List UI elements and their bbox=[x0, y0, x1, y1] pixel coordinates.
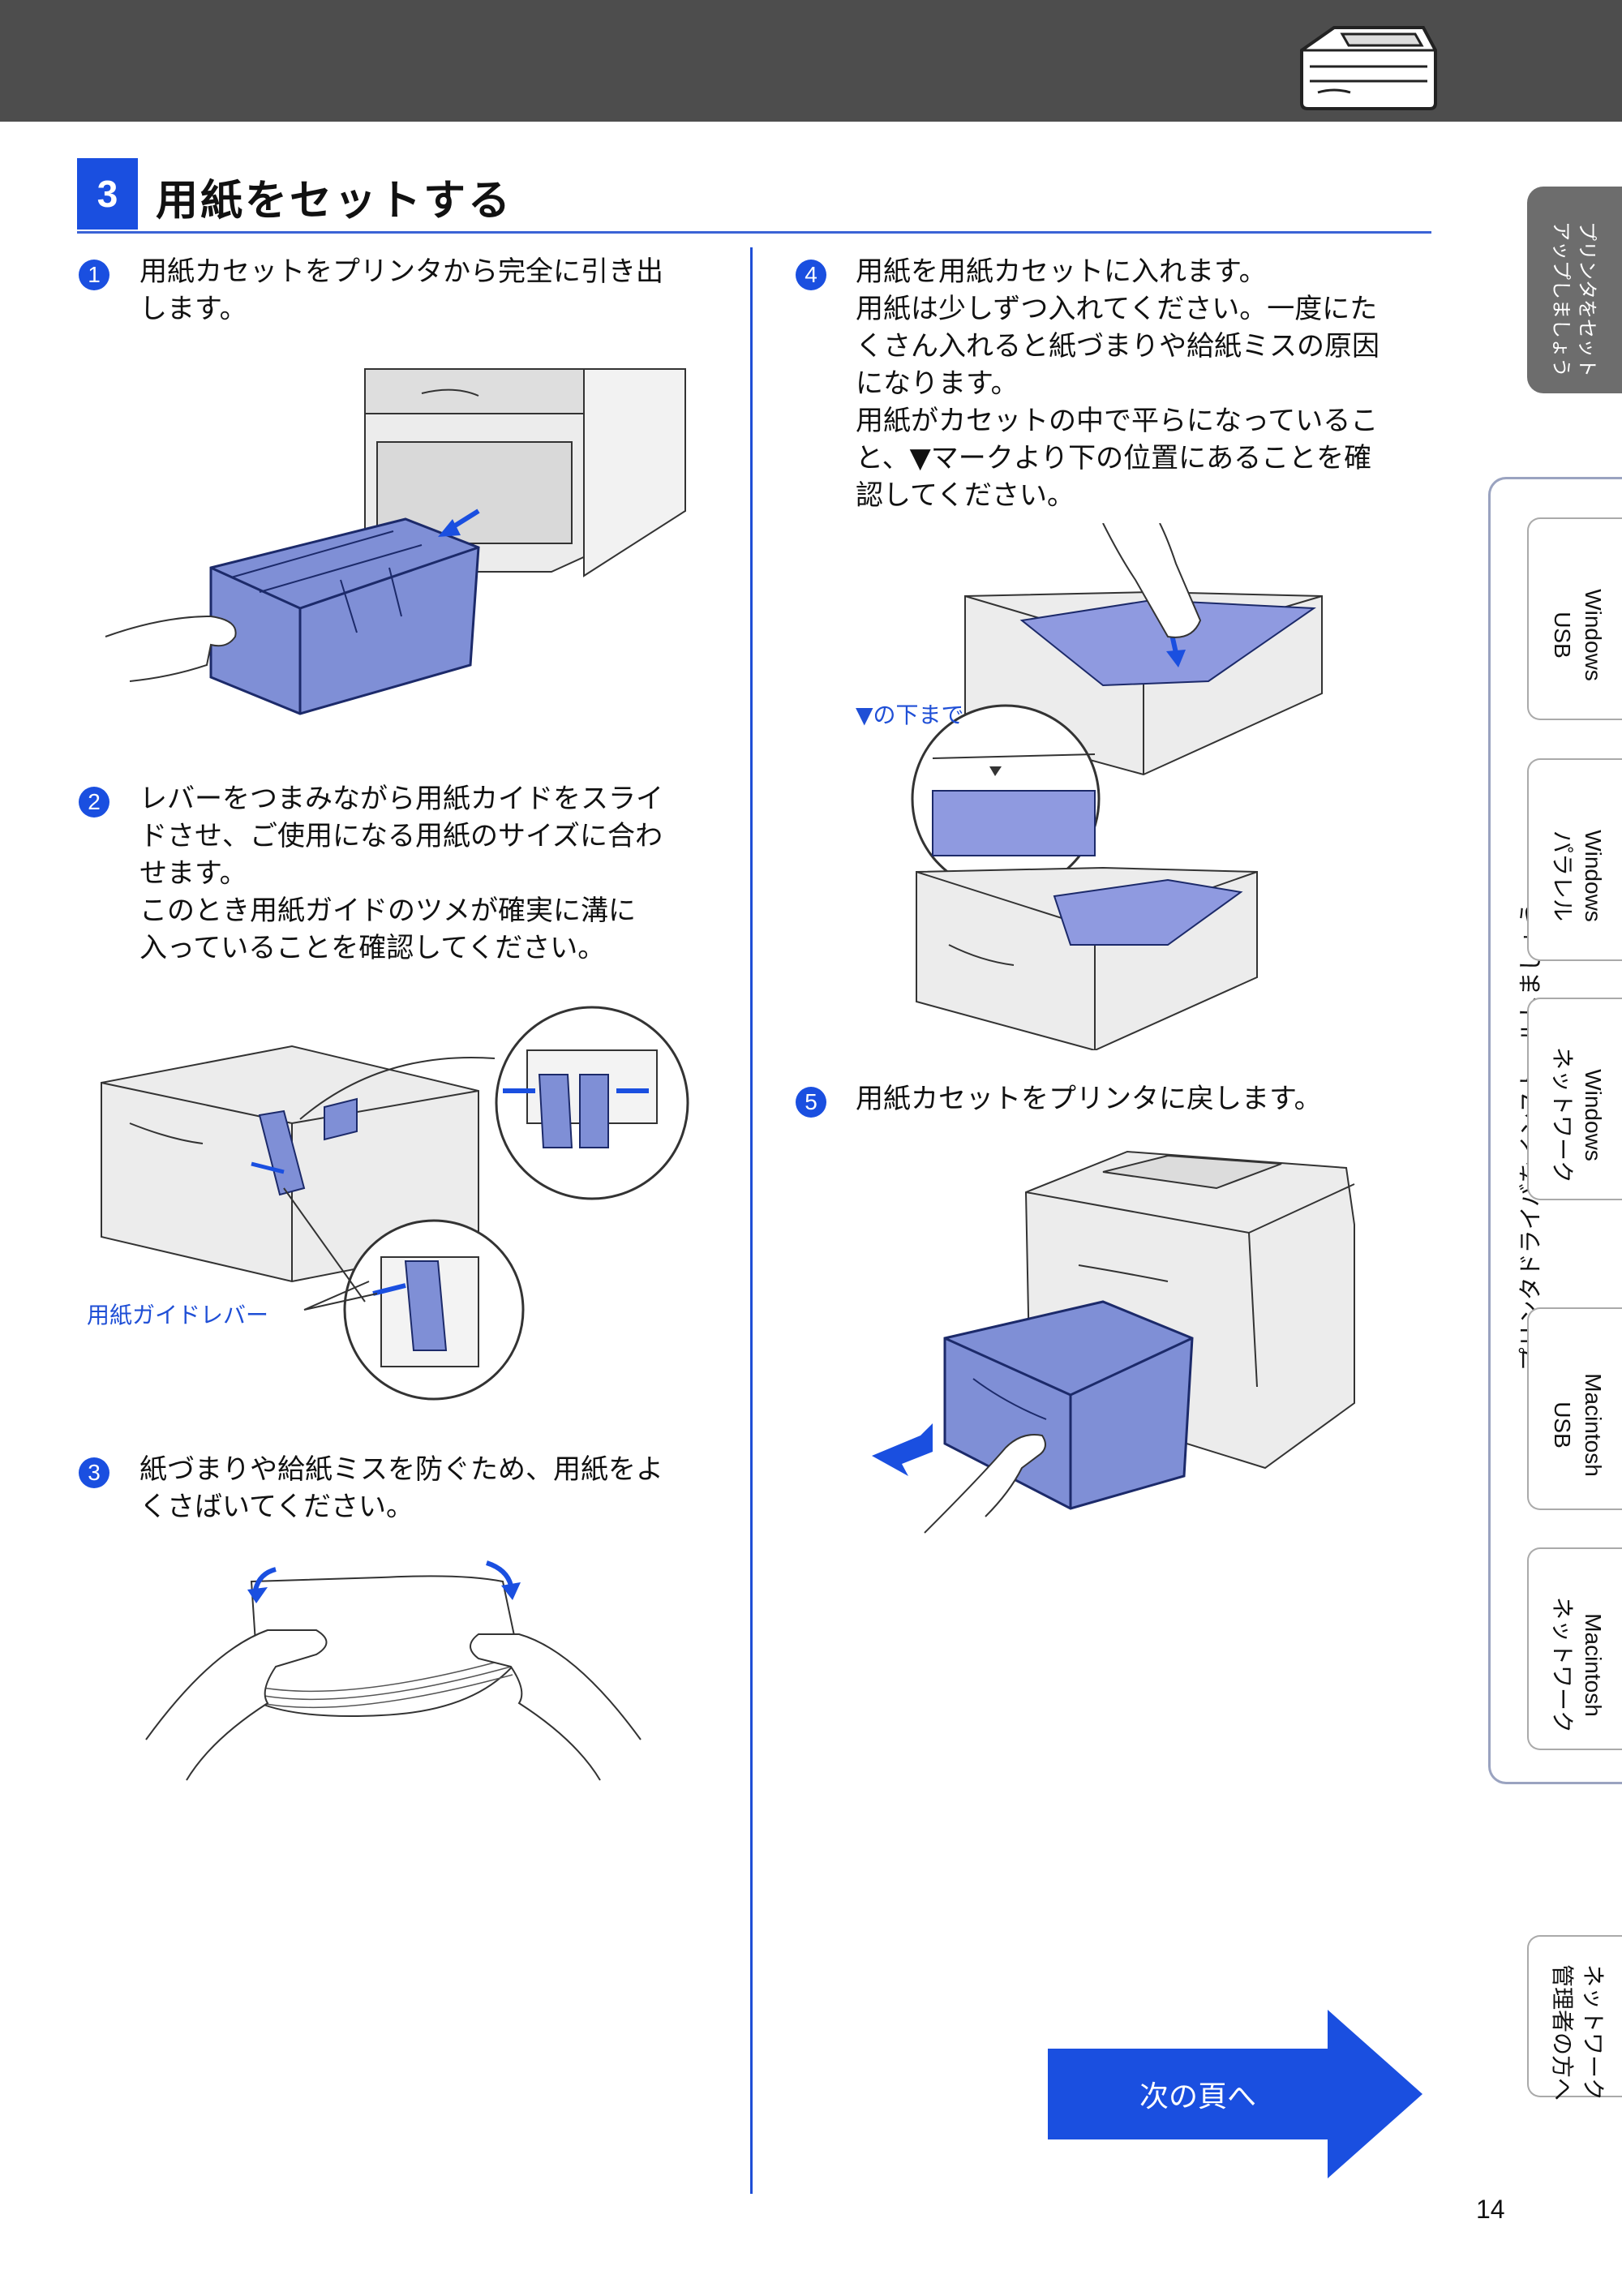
step-number-4: 4 bbox=[796, 260, 826, 290]
tab-windows-parallel-label: Windows パラレル bbox=[1550, 830, 1606, 922]
step-text-3: 紙づまりや給紙ミスを防ぐため、用紙をよ くさばいてください。 bbox=[139, 1453, 663, 1523]
next-page-arrow-icon[interactable] bbox=[1048, 2010, 1422, 2178]
step-text-5: 用紙カセットをプリンタに戻します。 bbox=[856, 1083, 1322, 1115]
step-number-2: 2 bbox=[79, 787, 109, 818]
tab-network-admin-label: ネットワーク 管理者の方へ bbox=[1550, 1963, 1606, 2101]
step-text-4: 用紙を用紙カセットに入れます。 用紙は少しずつ入れてください。一度にた くさん入… bbox=[856, 255, 1380, 512]
tab-windows-parallel[interactable]: Windows パラレル bbox=[1527, 758, 1622, 961]
tab-windows-network-label: Windows ネットワーク bbox=[1550, 1046, 1606, 1183]
step-text-2: レバーをつまみながら用紙カイドをスライ ドさせ、ご使用になる用紙のサイズに合わ … bbox=[139, 783, 663, 964]
printer-icon bbox=[1285, 18, 1440, 115]
driver-install-group bbox=[1488, 477, 1622, 1784]
column-divider bbox=[750, 247, 753, 2194]
tab-windows-usb[interactable]: Windows USB bbox=[1527, 517, 1622, 720]
tab-macintosh-usb-label: Macintosh USB bbox=[1550, 1373, 1606, 1477]
step-number-1: 1 bbox=[79, 260, 109, 290]
illustration-load-paper bbox=[900, 523, 1354, 1050]
section-heading: 3 用紙をセットする bbox=[77, 158, 1431, 234]
section-title: 用紙をセットする bbox=[156, 177, 513, 225]
tab-network-admin[interactable]: ネットワーク 管理者の方へ bbox=[1527, 1935, 1622, 2101]
tab-windows-usb-label: Windows USB bbox=[1550, 589, 1606, 681]
step-number-5: 5 bbox=[796, 1087, 826, 1118]
illustration-slide-paper-guide bbox=[97, 1002, 697, 1407]
tab-macintosh-network-label: Macintosh ネットワーク bbox=[1550, 1596, 1606, 1733]
step-number-3: 3 bbox=[79, 1457, 109, 1488]
illustration-pull-out-cassette bbox=[97, 365, 697, 722]
page-number: 14 bbox=[1476, 2195, 1505, 2224]
step-text-1: 用紙カセットをプリンタから完全に引き出 します。 bbox=[139, 255, 663, 325]
tab-macintosh-network[interactable]: Macintosh ネットワーク bbox=[1527, 1547, 1622, 1750]
tab-macintosh-usb[interactable]: Macintosh USB bbox=[1527, 1307, 1622, 1510]
next-page-label[interactable]: 次の頁へ bbox=[1139, 2080, 1256, 2114]
section-number-badge: 3 bbox=[77, 158, 138, 230]
illustration-fan-paper bbox=[138, 1553, 657, 1788]
caption-below-mark: ▼の下まで bbox=[856, 702, 964, 728]
tab-printer-setup[interactable]: プリンタをセット アップしましょう bbox=[1527, 187, 1622, 393]
tab-printer-setup-label: プリンタをセット アップしましょう bbox=[1550, 221, 1598, 377]
tab-windows-network[interactable]: Windows ネットワーク bbox=[1527, 998, 1622, 1200]
illustration-insert-cassette bbox=[860, 1135, 1379, 1541]
caption-guide-lever: 用紙ガイドレバー bbox=[87, 1302, 269, 1328]
